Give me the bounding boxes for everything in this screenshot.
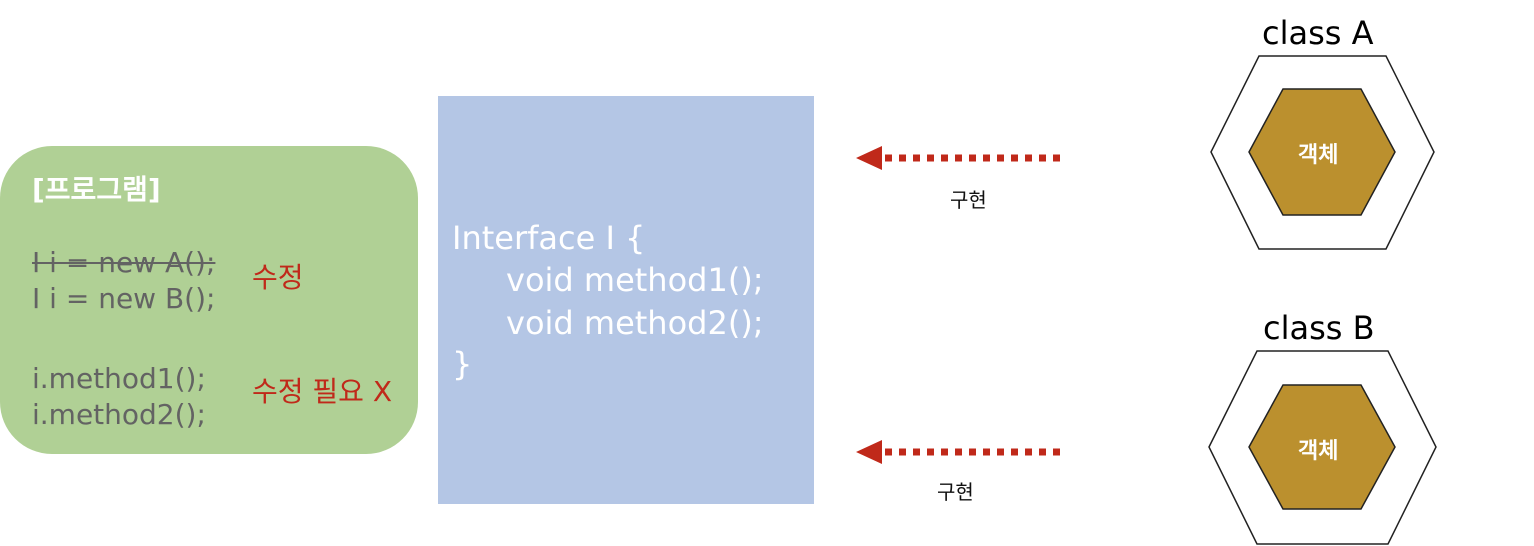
class-b-title: class B: [1263, 309, 1375, 347]
code-line-method1: i.method1();: [32, 362, 206, 395]
arrow-top: [856, 146, 1060, 170]
program-title: [프로그램]: [32, 173, 161, 206]
interface-method2: void method2();: [506, 304, 764, 342]
interface-method1: void method1();: [506, 261, 764, 299]
code-line-new: I i = new B();: [32, 282, 216, 315]
implements-label-top: 구현: [950, 188, 987, 212]
arrow-bottom: [856, 440, 1060, 464]
interface-header: Interface I {: [452, 219, 646, 257]
interface-close: }: [452, 345, 473, 383]
note-no-modify: 수정 필요 X: [252, 375, 393, 408]
note-modify: 수정: [252, 261, 304, 294]
class-a-title: class A: [1262, 14, 1374, 52]
code-line-old: I i = new A();: [32, 246, 216, 279]
code-line-method2: i.method2();: [32, 398, 206, 431]
interface-box: [438, 96, 814, 504]
class-a-object-label: 객체: [1298, 143, 1339, 168]
program-box: [프로그램]: [0, 146, 418, 454]
class-b-object-label: 객체: [1298, 439, 1339, 464]
implements-label-bottom: 구현: [937, 480, 974, 504]
